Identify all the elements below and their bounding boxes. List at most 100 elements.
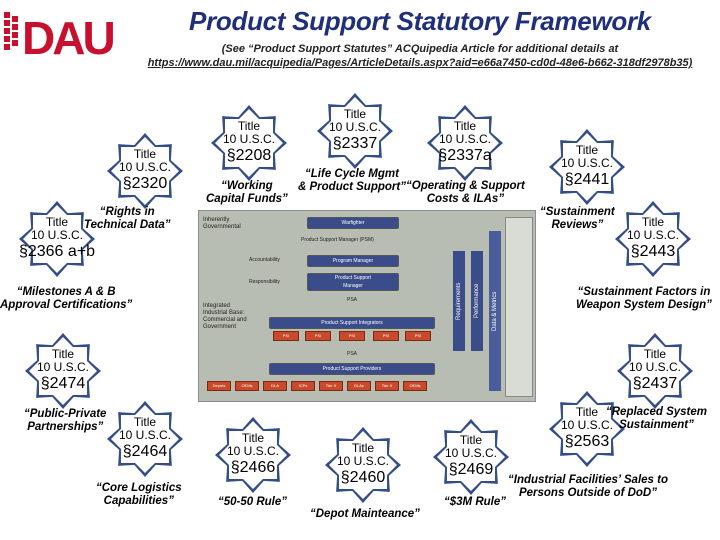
star-title: Title <box>575 143 599 157</box>
star-title: Title <box>45 215 69 229</box>
quote-life-cycle: “Life Cycle Mgmt & Product Support” <box>298 168 406 193</box>
star-section: §2464 <box>122 443 168 460</box>
star-title: Title <box>133 415 157 429</box>
quote-depot: “Depot Mainteance” <box>310 508 420 520</box>
quote-replaced-system: “Replaced System Sustainment” <box>606 406 707 431</box>
inherently-governmental-label: Inherently Governmental <box>203 217 241 230</box>
product-support-manager-box: Product Support Manager <box>307 273 399 291</box>
subtitle-text: (See “Product Support Statutes” ACQuiped… <box>221 43 619 55</box>
psi-box-3: PSI <box>339 331 365 341</box>
psm-label: Product Support Manager (PSM) <box>301 237 374 243</box>
quote-core-logistics: “Core Logistics Capabilities” <box>96 482 182 507</box>
provider-seg-3: DLA <box>263 381 287 391</box>
provider-seg-5: Tier X <box>319 381 343 391</box>
quote-industrial-facilities: “Industrial Facilities’ Sales to Persons… <box>508 474 668 499</box>
psa-top-label: PSA <box>347 297 358 303</box>
star-section: §2563 <box>564 433 610 450</box>
star-code: 10 U.S.C. <box>118 428 172 442</box>
star-title: Title <box>241 431 265 445</box>
psi-box-2: PSI <box>305 331 331 341</box>
warfighter-box: Warfighter <box>307 217 399 229</box>
star-section: §2337a <box>438 147 492 164</box>
page-subtitle: (See “Product Support Statutes” ACQuiped… <box>120 42 720 70</box>
quote-operating-support: “Operating & Support Costs & ILAs” <box>406 180 525 205</box>
provider-seg-8: OEMs <box>403 381 427 391</box>
provider-seg-4: ICPs <box>291 381 315 391</box>
star-code: 10 U.S.C. <box>226 444 280 458</box>
provider-seg-7: Tier X <box>375 381 399 391</box>
side-panel <box>505 217 533 397</box>
star-code: 10 U.S.C. <box>628 360 682 374</box>
star-section: §2441 <box>564 171 610 188</box>
psi-box-4: PSI <box>373 331 399 341</box>
quote-working-capital: “Working Capital Funds” <box>206 180 288 205</box>
star-code: 10 U.S.C. <box>444 446 498 460</box>
integrated-base-label: Integrated Industrial Base: Commercial a… <box>203 303 247 330</box>
quote-sustainment-reviews: “Sustainment Reviews” <box>540 206 615 231</box>
data-metrics-column: Data & Metrics <box>489 231 501 391</box>
star-badge-icon <box>549 129 625 205</box>
star-code: 10 U.S.C. <box>438 132 492 146</box>
dau-logo: DAU <box>2 4 126 66</box>
star-title: Title <box>343 107 367 121</box>
quote-three-m: “$3M Rule” <box>444 496 506 508</box>
star-badge-icon <box>549 391 625 467</box>
star-title: Title <box>575 405 599 419</box>
provider-seg-6: DLAs <box>347 381 371 391</box>
star-code: 10 U.S.C. <box>36 360 90 374</box>
quote-sustainment-factors: “Sustainment Factors in Weapon System De… <box>576 286 712 311</box>
page-title: Product Support Statutory Framework <box>189 6 651 36</box>
program-manager-box: Program Manager <box>307 255 399 267</box>
star-section: §2469 <box>448 461 494 478</box>
star-badge-icon <box>107 133 183 209</box>
star-section: §2460 <box>340 469 386 486</box>
integrators-box: Product Support Integrators <box>269 317 435 329</box>
star-code: 10 U.S.C. <box>118 160 172 174</box>
provider-seg-1: Depots <box>207 381 231 391</box>
star-section: §2437 <box>632 375 678 392</box>
responsibility-label: Responsibility <box>249 279 280 285</box>
star-badge-icon <box>211 105 287 181</box>
star-section: §2474 <box>40 375 86 392</box>
star-section: §2366 a+b <box>18 243 96 260</box>
acquipedia-link[interactable]: https://www.dau.mil/acquipedia/Pages/Art… <box>147 57 693 69</box>
star-title: Title <box>643 347 667 361</box>
star-code: 10 U.S.C. <box>30 228 84 242</box>
star-section: §2466 <box>230 459 276 476</box>
star-code: 10 U.S.C. <box>560 418 614 432</box>
star-section: §2337 <box>332 135 378 152</box>
star-badge-icon <box>615 201 691 277</box>
star-badge-icon <box>107 401 183 477</box>
psi-box-1: PSI <box>273 331 299 341</box>
psi-box-5: PSI <box>405 331 431 341</box>
star-code: 10 U.S.C. <box>626 228 680 242</box>
star-badge-icon <box>433 419 509 495</box>
star-badge-icon <box>427 105 503 181</box>
product-support-diagram: Inherently Governmental Warfighter Produ… <box>198 210 536 402</box>
star-section: §2320 <box>122 175 168 192</box>
star-badge-icon <box>215 417 291 493</box>
star-badge-icon <box>25 333 101 409</box>
star-badge-icon <box>325 427 401 503</box>
star-badge-icon <box>19 201 95 277</box>
quote-public-private: “Public-Private Partnerships” <box>24 408 107 433</box>
star-title: Title <box>453 119 477 133</box>
star-code: 10 U.S.C. <box>222 132 276 146</box>
accountability-label: Accountability <box>249 257 280 263</box>
star-title: Title <box>133 147 157 161</box>
star-title: Title <box>641 215 665 229</box>
quote-rights-in-data: “Rights in Technical Data” <box>84 206 171 231</box>
star-badge-icon <box>617 333 693 409</box>
